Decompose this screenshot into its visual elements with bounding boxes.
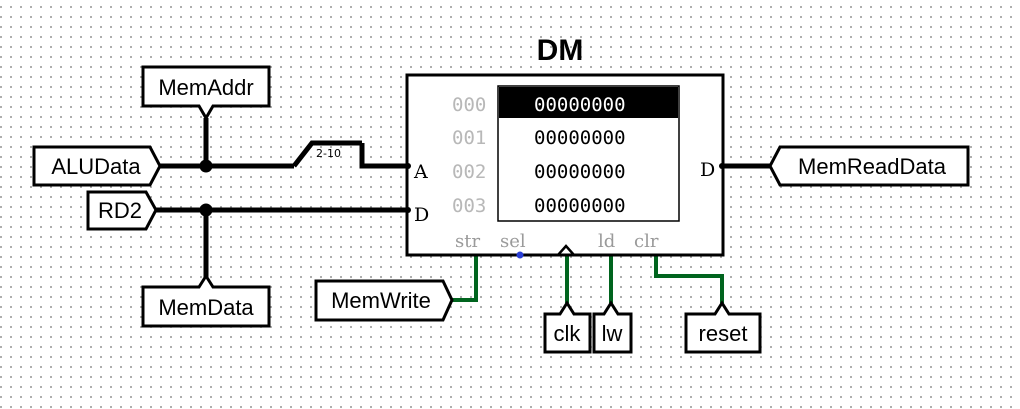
selected-cell-highlight <box>499 87 678 118</box>
wire-splitter-to-a[interactable] <box>359 143 408 169</box>
addr-label: 002 <box>452 161 486 183</box>
pin-mem-addr[interactable]: MemAddr <box>141 65 271 121</box>
pin-mem-read-data[interactable]: MemReadData <box>768 145 970 187</box>
pin-rd2[interactable]: RD2 <box>86 190 158 231</box>
junction-dot-memaddr <box>199 159 213 173</box>
pin-mem-data-shape <box>141 273 271 328</box>
pin-lw-shape <box>592 300 633 354</box>
pin-lw[interactable]: lw <box>592 300 633 354</box>
pin-alu-data[interactable]: ALUData <box>32 145 162 187</box>
pin-mem-addr-shape <box>141 65 271 121</box>
pin-mem-data[interactable]: MemData <box>141 273 271 328</box>
port-label-a: A <box>413 161 428 183</box>
splitter-body <box>292 140 362 168</box>
addr-label: 000 <box>452 94 486 116</box>
pin-clk-label: clk <box>554 321 582 346</box>
wire-reset-to-clr[interactable] <box>654 254 724 303</box>
ctrl-label-sel: sel <box>500 231 526 252</box>
pin-mem-read-data-label: MemReadData <box>798 154 947 179</box>
pin-mem-write[interactable]: MemWrite <box>314 279 454 322</box>
addr-label: 001 <box>452 127 486 149</box>
junction-dot-memdata <box>199 203 213 217</box>
ctrl-label-ld: ld <box>598 231 615 252</box>
port-dot-a <box>405 163 411 169</box>
pin-mem-addr-label: MemAddr <box>158 75 253 100</box>
pin-mem-write-label: MemWrite <box>331 288 431 313</box>
wire-memwrite-to-str[interactable] <box>452 254 478 302</box>
bus-wires <box>156 118 770 284</box>
pin-mem-write-shape <box>314 279 454 322</box>
splitter-label: 2-10 <box>316 147 341 160</box>
signal-wires <box>452 254 724 303</box>
pin-lw-label: lw <box>602 321 623 346</box>
component-title: DM <box>537 34 584 67</box>
addr-label: 003 <box>452 195 486 217</box>
pin-alu-data-label: ALUData <box>51 154 141 179</box>
port-stubs <box>405 163 725 213</box>
pin-mem-data-label: MemData <box>158 295 254 320</box>
pin-clk[interactable]: clk <box>543 300 592 354</box>
memory-rows: 000 00000000 001 00000000 002 00000000 0… <box>452 94 626 217</box>
sel-port-dot[interactable] <box>516 251 524 259</box>
pin-reset-label: reset <box>699 321 748 346</box>
port-label-d-out: D <box>700 159 715 181</box>
ctrl-label-clr: clr <box>634 231 659 252</box>
splitter[interactable]: 2-10 <box>292 140 362 168</box>
port-dot-d-out <box>719 163 725 169</box>
pin-reset[interactable]: reset <box>684 300 762 354</box>
clock-triangle-icon <box>557 244 575 256</box>
memory-cell[interactable]: 00000000 <box>534 161 626 183</box>
data-memory-component[interactable]: DM 000 00000000 001 00000000 002 0000000… <box>405 34 725 259</box>
memory-cell[interactable]: 00000000 <box>534 195 626 217</box>
pin-rd2-label: RD2 <box>98 198 142 223</box>
pin-rd2-shape <box>86 190 158 231</box>
pin-clk-shape <box>543 300 592 354</box>
memory-cell[interactable]: 00000000 <box>534 94 626 116</box>
pin-mem-read-data-shape <box>768 145 970 187</box>
memory-cell[interactable]: 00000000 <box>534 127 626 149</box>
port-dot-d-in <box>405 207 411 213</box>
ctrl-label-str: str <box>455 231 480 252</box>
port-label-d-in: D <box>414 204 429 226</box>
pin-alu-data-shape <box>32 145 162 187</box>
pin-reset-shape <box>684 300 762 354</box>
